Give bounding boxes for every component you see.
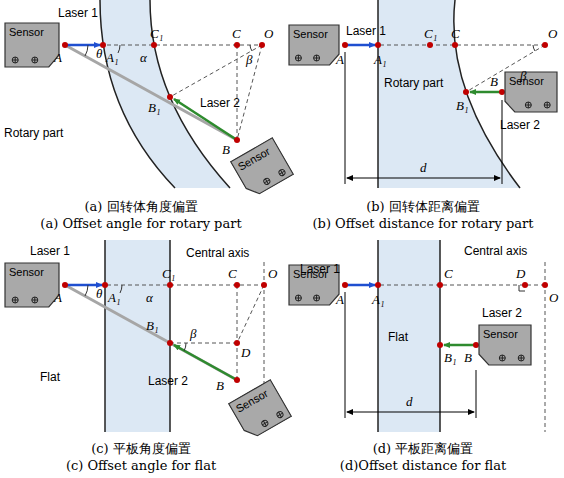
part-label: Central axis [464, 244, 527, 258]
point-label: d [406, 394, 413, 410]
caption: (a) Offset angle for rotary part [40, 216, 241, 231]
part-label: Laser 2 [482, 306, 522, 320]
caption: (b) Offset distance for rotary part [312, 216, 533, 231]
rotary-part [378, 0, 520, 188]
sensor: Sensor [229, 136, 294, 199]
beam-line [65, 285, 237, 380]
angle-arcs [85, 285, 186, 351]
point-label: A₁ [108, 290, 120, 306]
point-label: O [548, 26, 557, 42]
sensor: Sensor [4, 262, 60, 308]
point-label: B₁ [146, 318, 158, 334]
point-label: B₁ [148, 100, 160, 116]
point-label: β [246, 52, 252, 68]
point-label: B [222, 142, 230, 158]
part-label: Laser 1 [300, 262, 340, 276]
flat-edges [378, 240, 440, 432]
point-label: A [336, 292, 344, 308]
dimension-d [345, 52, 502, 184]
sensor: Sensor [478, 324, 532, 366]
construction-lines [345, 262, 545, 432]
caption: (a) 回转体角度偏置 [84, 198, 197, 216]
point-label: O [268, 266, 277, 282]
part-label: Flat [40, 370, 60, 384]
sensor: Sensor [227, 378, 292, 441]
laser-1 [345, 44, 375, 47]
point-label: D [516, 266, 525, 282]
sensor: Sensor [4, 22, 60, 68]
point-label: C [451, 26, 460, 42]
sensor: Sensor [288, 24, 340, 66]
part-label: Laser 1 [30, 244, 70, 258]
point-label: β [190, 326, 196, 342]
point-label: θ [96, 286, 102, 302]
part-label: Laser 1 [346, 24, 386, 38]
point-label: C [232, 26, 241, 42]
caption: (b) 回转体距离偏置 [366, 198, 480, 216]
point-label: D [241, 345, 250, 361]
caption: (c) 平板角度偏置 [91, 440, 191, 458]
point-label: θ [96, 46, 102, 62]
sensor-label: Sensor [9, 266, 44, 278]
point-label: A [54, 50, 62, 66]
point-label: C₁ [150, 26, 163, 42]
part-label: Laser 2 [200, 96, 240, 110]
point-label: B [490, 74, 498, 90]
point-label: α [146, 290, 153, 306]
construction-lines [65, 45, 262, 140]
point-label: B [216, 378, 224, 394]
laser-2 [470, 91, 502, 94]
flat-plate [378, 240, 440, 432]
point-label: A₁ [372, 292, 384, 308]
points [62, 42, 548, 383]
part-label: Rotary part [4, 126, 63, 140]
point-label: C₁ [162, 266, 175, 282]
angle-arc [533, 45, 535, 51]
point-label: O [549, 290, 558, 306]
laser-2 [444, 344, 476, 347]
laser-1 [345, 284, 375, 287]
point-label: A [336, 52, 344, 68]
part-label: Central axis [186, 246, 249, 260]
laser-1 [65, 44, 100, 47]
caption: (c) Offset angle for flat [66, 458, 216, 473]
point-label: B [464, 350, 472, 366]
part-label: Laser 2 [148, 374, 188, 388]
construction-lines [345, 45, 545, 92]
sensor-label: Sensor [9, 26, 44, 38]
point-label: A₁ [106, 50, 118, 66]
sensor-label: Sensor [483, 328, 518, 340]
point-label: A₁ [374, 52, 386, 68]
laser-1 [65, 284, 102, 287]
caption: (d) 平板距离偏置 [373, 440, 474, 458]
point-label: α [140, 50, 147, 66]
point-label: C [444, 266, 453, 282]
rotary-part [100, 0, 230, 188]
point-label: C [228, 266, 237, 282]
point-label: O [264, 26, 273, 42]
part-label: Laser 1 [58, 6, 98, 20]
beam-line [65, 45, 237, 140]
point-label: d [420, 160, 427, 176]
point-label: C₁ [424, 26, 437, 42]
point-label: A [54, 290, 62, 306]
point-label: B₁ [456, 98, 468, 114]
dimension-d [345, 292, 476, 418]
part-label: Laser 2 [500, 118, 540, 132]
sensor-label: Sensor [293, 28, 328, 40]
point-label: β [520, 68, 526, 84]
part-label: Rotary part [384, 76, 443, 90]
point-label: B₁ [444, 350, 456, 366]
part-label: Flat [388, 330, 408, 344]
sensor: Sensor [504, 71, 558, 113]
caption: (d)Offset distance for flat [340, 458, 506, 473]
